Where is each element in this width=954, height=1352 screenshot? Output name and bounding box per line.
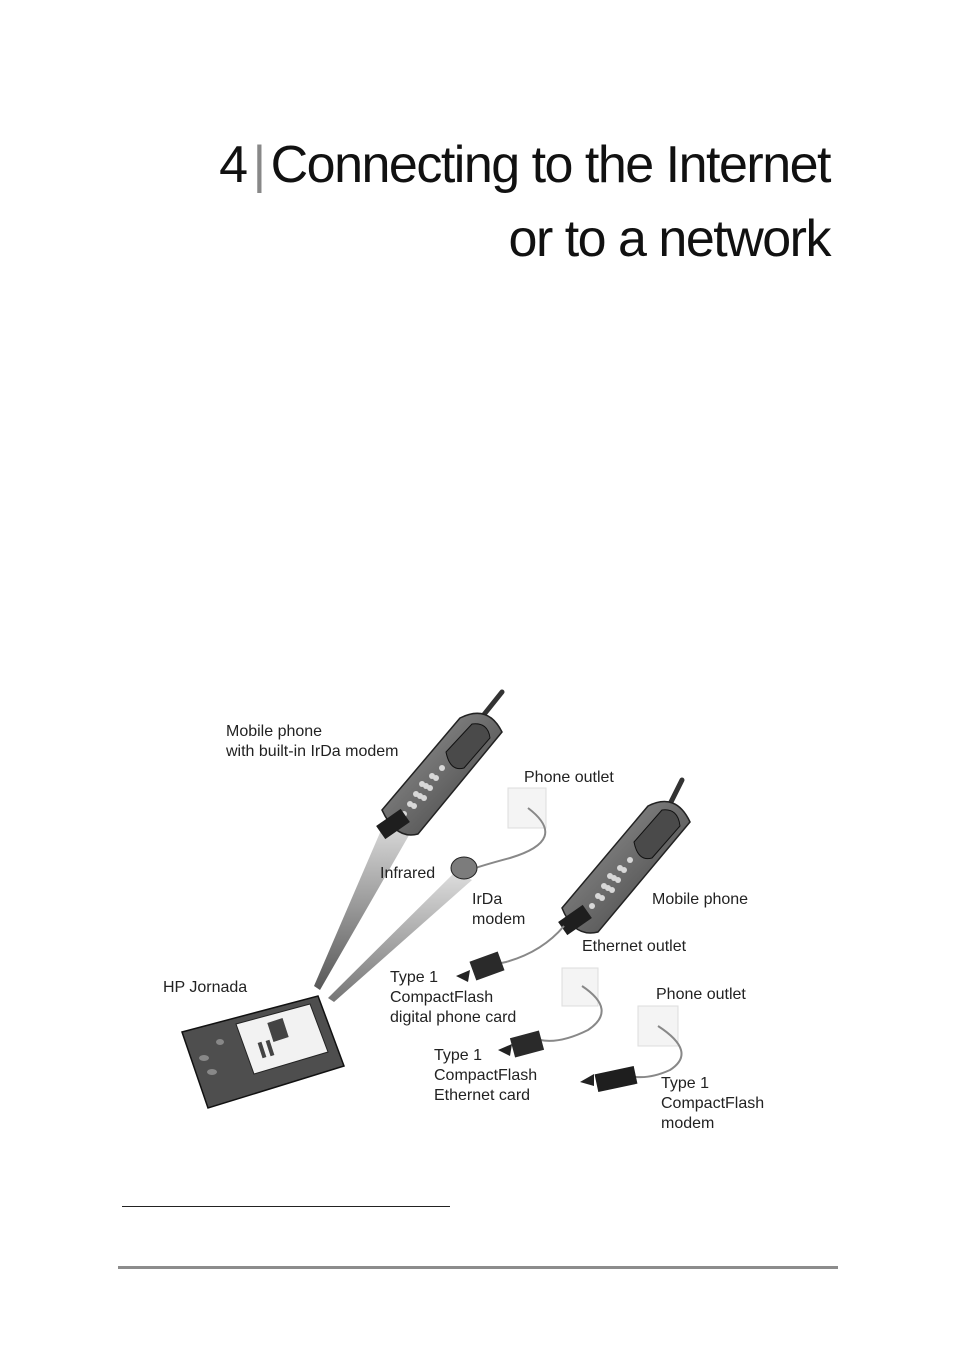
label-irda-modem: IrDa modem [472,891,526,928]
label-phone-outlet-top: Phone outlet [524,769,614,786]
hp-jornada-illustration [181,995,345,1109]
label-cf-phone-card: Type 1 CompactFlash digital phone card [390,969,517,1026]
arrow-phone-card [456,970,470,982]
label-ethernet-outlet: Ethernet outlet [582,938,687,955]
cf-modem-illustration [594,1066,638,1092]
mobile-phone-irda-illustration [376,689,505,840]
chapter-separator: | [252,136,267,194]
chapter-number: 4 [219,136,248,194]
label-mobile-phone: Mobile phone [652,891,749,908]
chapter-title-line-2: or to a network [508,210,832,268]
phone-outlet-top-illustration [507,787,547,829]
irda-modem-illustration [450,856,478,880]
label-hp-jornada: HP Jornada [163,979,248,996]
label-mobile-irda: Mobile phone with built-in IrDa modem [226,723,399,760]
modem-cord [629,1025,683,1079]
ethernet-outlet-illustration [561,967,599,1007]
phone-cord-top [469,807,547,871]
chapter-title-text-1: Connecting to the Internet [270,136,832,194]
infrared-beam-1 [314,828,412,990]
chapter-title: 4|Connecting to the Internet or to a net… [70,128,832,276]
mobile-phone-illustration [558,777,691,936]
footnote-rule [122,1206,450,1207]
arrow-modem [580,1074,594,1086]
label-cf-modem: Type 1 CompactFlash modem [661,1075,765,1132]
arrow-ethernet-card [498,1044,512,1056]
ethernet-cable [539,985,603,1042]
connection-diagram-graphic [181,689,691,1109]
infrared-beam-2 [328,872,472,1002]
label-infrared: Infrared [380,865,436,882]
cf-ethernet-card-illustration [509,1030,545,1058]
page-bottom-rule [118,1266,838,1269]
chapter-title-line-1: 4|Connecting to the Internet [70,128,832,202]
label-cf-ethernet-card: Type 1 CompactFlash Ethernet card [434,1047,538,1104]
connection-diagram: Mobile phone with built-in IrDa modem Ph… [150,680,800,1150]
cf-phone-card-illustration [469,951,505,981]
phone-cable [489,925,565,967]
label-phone-outlet-right: Phone outlet [656,986,746,1003]
